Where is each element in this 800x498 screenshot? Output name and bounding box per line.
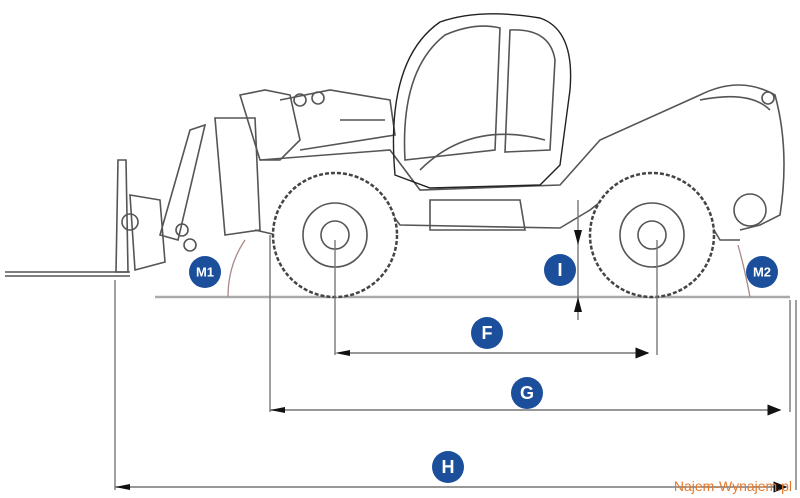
badge-m1: M1 <box>189 256 221 288</box>
dimension-f <box>334 240 658 359</box>
badge-g: G <box>511 377 543 409</box>
badge-m2: M2 <box>746 256 778 288</box>
svg-text:H: H <box>442 457 455 477</box>
watermark: Najem-Wynajem.pl <box>673 478 792 494</box>
dimension-h <box>114 280 797 493</box>
badge-i: I <box>544 254 576 286</box>
svg-text:G: G <box>520 383 534 403</box>
dimension-i <box>574 200 582 320</box>
svg-text:I: I <box>557 260 562 280</box>
svg-text:M1: M1 <box>196 265 214 280</box>
badge-h: H <box>432 451 464 483</box>
fork-carriage <box>5 123 207 277</box>
svg-text:M2: M2 <box>753 265 771 280</box>
m1-angle-arc <box>227 239 246 298</box>
badge-f: F <box>471 317 503 349</box>
svg-text:F: F <box>482 323 493 343</box>
dimension-g <box>269 235 791 416</box>
cab <box>392 13 572 189</box>
rear-wheel <box>588 171 716 299</box>
m2-angle-arc <box>737 244 751 298</box>
